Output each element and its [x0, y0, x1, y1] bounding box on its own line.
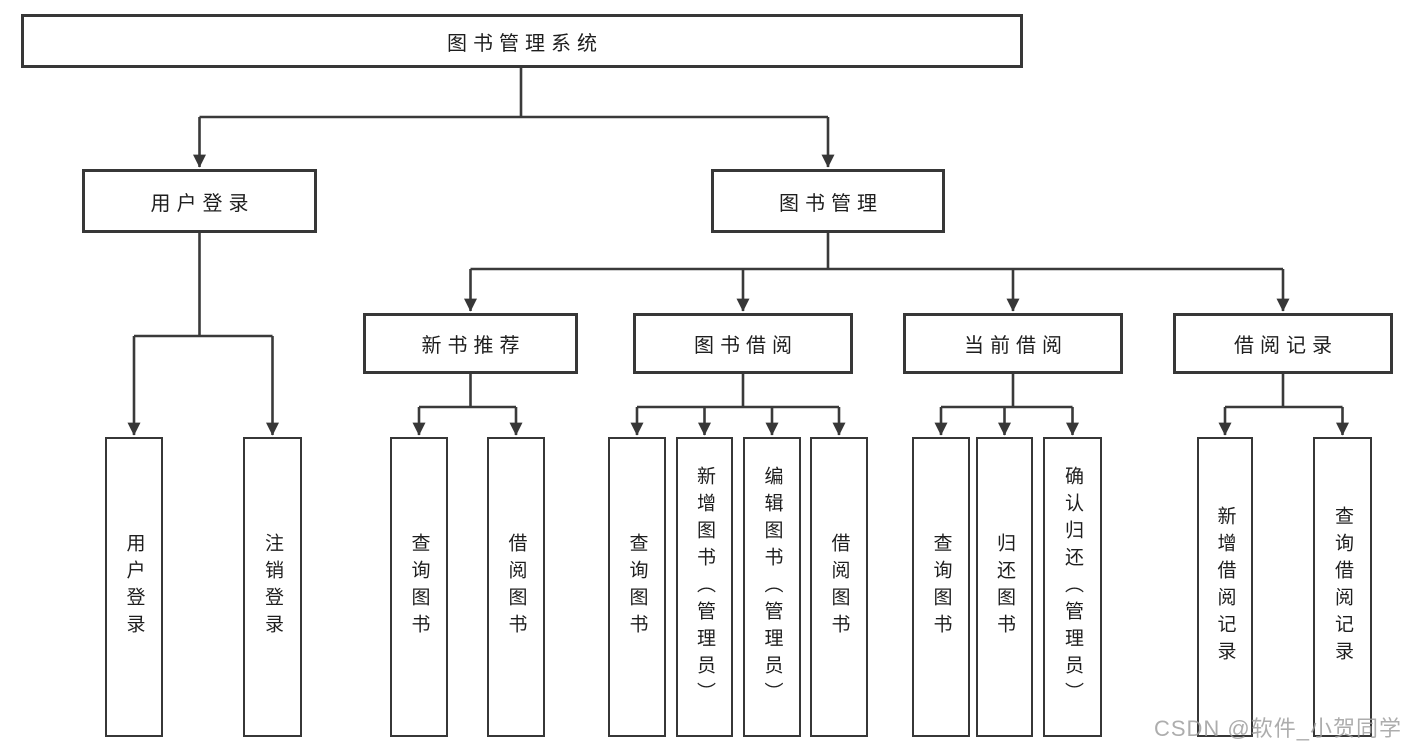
leaf-add-book-admin: 新增图书（管理员）	[676, 437, 733, 737]
node-borrow-record: 借阅记录	[1173, 313, 1393, 374]
leaf-query-book-borrow: 查询图书	[608, 437, 666, 737]
node-root-system: 图书管理系统	[21, 14, 1023, 68]
leaf-user-login: 用户登录	[105, 437, 163, 737]
node-book-management: 图书管理	[711, 169, 945, 233]
leaf-query-borrow-record: 查询借阅记录	[1313, 437, 1372, 737]
leaf-query-book-current: 查询图书	[912, 437, 970, 737]
leaf-return-book-label: 归还图书	[994, 533, 1015, 641]
leaf-logout: 注销登录	[243, 437, 302, 737]
leaf-logout-label: 注销登录	[262, 533, 283, 641]
leaf-borrow-book-label: 借阅图书	[828, 533, 850, 641]
node-new-book-recommend: 新书推荐	[363, 313, 578, 374]
node-current-borrow: 当前借阅	[903, 313, 1123, 374]
leaf-add-borrow-record: 新增借阅记录	[1197, 437, 1253, 737]
leaf-borrow-book-recommend: 借阅图书	[487, 437, 545, 737]
leaf-add-borrow-record-label: 新增借阅记录	[1214, 506, 1236, 668]
leaf-query-book-borrow-label: 查询图书	[626, 533, 648, 641]
node-book-borrow: 图书借阅	[633, 313, 853, 374]
leaf-query-book-recommend: 查询图书	[390, 437, 448, 737]
leaf-confirm-return-admin-label: 确认归还（管理员）	[1062, 465, 1083, 709]
node-user-login: 用户登录	[82, 169, 317, 233]
leaf-query-book-recommend-label: 查询图书	[408, 533, 430, 641]
leaf-edit-book-admin-label: 编辑图书（管理员）	[761, 465, 783, 709]
leaf-query-book-current-label: 查询图书	[930, 533, 952, 641]
leaf-query-borrow-record-label: 查询借阅记录	[1332, 506, 1353, 668]
leaf-return-book: 归还图书	[976, 437, 1033, 737]
leaf-edit-book-admin: 编辑图书（管理员）	[743, 437, 801, 737]
leaf-confirm-return-admin: 确认归还（管理员）	[1043, 437, 1102, 737]
csdn-watermark: CSDN @软件_小贺同学	[1153, 716, 1402, 741]
leaf-borrow-book-recommend-label: 借阅图书	[505, 533, 527, 641]
leaf-user-login-label: 用户登录	[123, 533, 145, 641]
leaf-add-book-admin-label: 新增图书（管理员）	[694, 465, 715, 709]
leaf-borrow-book: 借阅图书	[810, 437, 868, 737]
